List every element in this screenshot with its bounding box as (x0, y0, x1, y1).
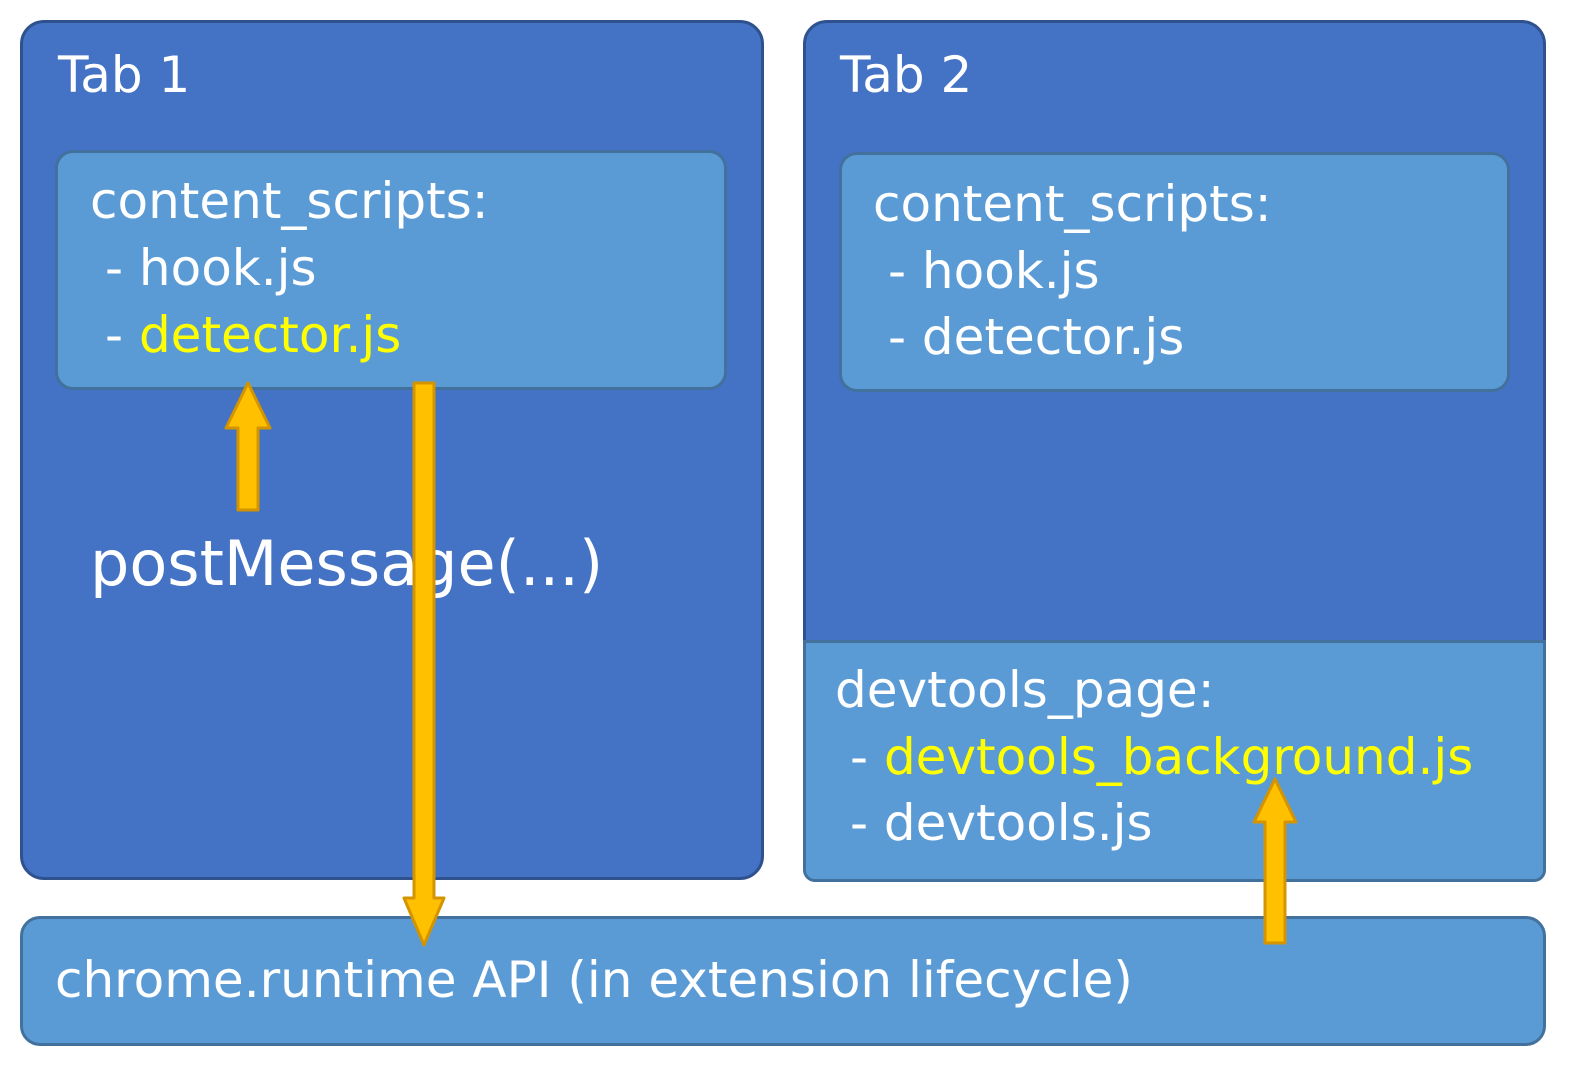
devtools-page-header: devtools_page: (835, 661, 1215, 719)
devtools-background-js-item: - devtools_background.js (850, 732, 1473, 782)
tab1-hook-js: - hook.js (105, 239, 317, 297)
tab1-detector-js-dash: - (105, 306, 139, 364)
devtools-background-js-highlight: devtools_background.js (883, 728, 1474, 786)
tab1-detector-js-item: - detector.js (105, 310, 401, 360)
tab1-detector-js-highlight: detector.js (138, 306, 402, 364)
tab1-content-scripts-box (55, 150, 727, 390)
tab2-hook-js: - hook.js (888, 242, 1100, 300)
runtime-api-label: chrome.runtime API (in extension lifecyc… (55, 951, 1133, 1009)
devtools-js: - devtools.js (850, 794, 1153, 852)
tab1-content-scripts-header: content_scripts: (90, 172, 489, 230)
devtools-page-box (803, 640, 1546, 882)
tab1-panel (20, 20, 764, 880)
tab2-title: Tab 2 (840, 46, 973, 104)
tab2-detector-js: - detector.js (888, 308, 1185, 366)
devtools-background-js-dash: - (850, 728, 884, 786)
post-message-label: postMessage(...) (90, 527, 604, 600)
tab2-content-scripts-box (839, 152, 1510, 392)
tab2-content-scripts-header: content_scripts: (873, 175, 1272, 233)
tab1-title: Tab 1 (58, 46, 191, 104)
